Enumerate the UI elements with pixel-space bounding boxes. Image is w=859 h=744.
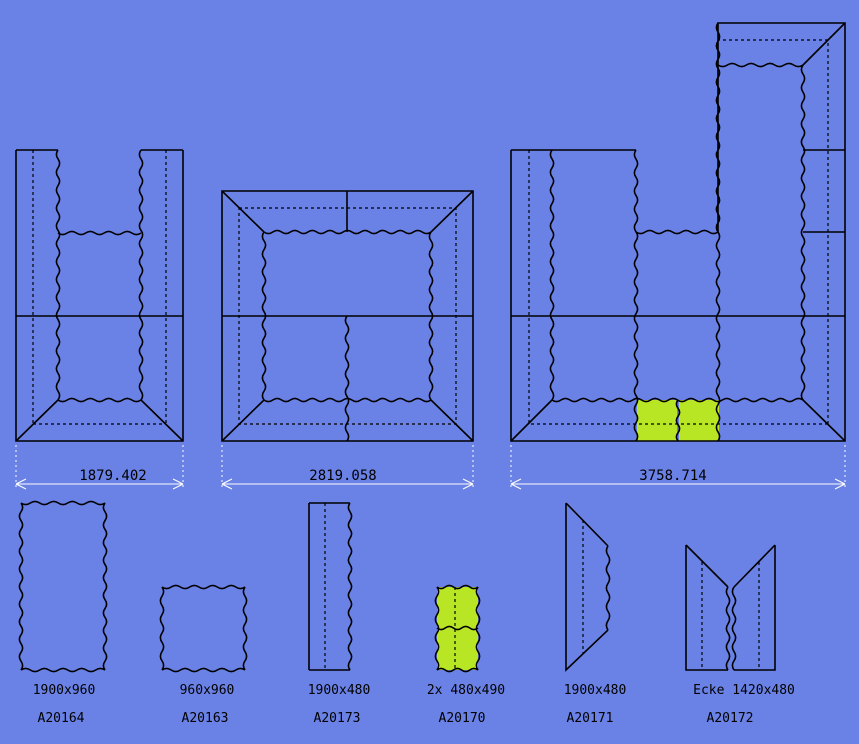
part-1900x960-code: A20164: [38, 711, 85, 726]
part-a20172-wavy-left: [725, 586, 731, 671]
part-1900x960: 1900x960 A20164: [18, 500, 108, 726]
part-a20170-size: 2x 480x490: [427, 683, 505, 698]
layout-l-shape: 3758.714: [510, 22, 846, 490]
part-a20171-wavy: [605, 545, 611, 631]
layout-u-shape: 1879.402: [15, 149, 184, 490]
part-a20173-size: 1900x480: [308, 683, 371, 698]
sq-width-label: 2819.058: [309, 468, 376, 484]
u-inner-right-edge: [138, 149, 144, 401]
part-a20172-outline: [685, 544, 776, 671]
part-2x480x490: 2x 480x490 A20170: [427, 584, 505, 726]
l-corner-diagonals: [510, 22, 846, 442]
part-a20171-size: 1900x480: [564, 683, 627, 698]
u-inner-bottom-edge: [57, 397, 142, 403]
u-outer-outline: [15, 150, 184, 442]
u-inner-left-edge: [55, 149, 61, 401]
part-a20173-code: A20173: [314, 711, 361, 726]
l-dashed-left: [528, 150, 828, 425]
part-a20172-code: A20172: [707, 711, 754, 726]
part-a20170-code: A20170: [439, 711, 486, 726]
part-1900x480-a20173: 1900x480 A20173: [308, 502, 371, 726]
l-dashed-right: [718, 39, 829, 424]
part-960x960: 960x960 A20163: [159, 584, 248, 726]
part-a20171-code: A20171: [567, 711, 614, 726]
sq-dashed-inner-frame: [238, 207, 457, 425]
l-right-seam: [803, 149, 845, 233]
part-corner-a20172: Ecke 1420x480 A20172: [685, 544, 795, 726]
sq-center-vertical-seam: [344, 315, 350, 442]
l-tower-inner-top: [717, 62, 804, 68]
part-960x960-outline: [159, 584, 248, 673]
part-a20172-dashed: [701, 562, 760, 670]
l-highlight-block-right: [679, 400, 719, 441]
u-corner-diagonal-left: [15, 399, 59, 442]
l-inner-left-edge: [549, 149, 555, 401]
part-1900x960-size: 1900x960: [33, 683, 96, 698]
l-highlight-split: [675, 399, 681, 442]
layout-square-frame: 2819.058: [221, 190, 474, 490]
part-1900x480-a20171: 1900x480 A20171: [564, 502, 627, 726]
l-tower-left-edge: [715, 22, 721, 442]
part-a20170-outline: [434, 584, 481, 673]
l-tower-inner-right: [800, 64, 806, 401]
l-width-label: 3758.714: [639, 468, 706, 484]
part-a20173-outline-tb: [309, 502, 350, 671]
l-highlight-block-left: [637, 400, 677, 441]
u-corner-diagonal-right: [140, 399, 184, 442]
part-a20170-middle: [436, 625, 479, 631]
l-left-col-right-edge: [633, 149, 639, 442]
part-1900x960-outline: [18, 500, 108, 673]
sq-dim-line: [221, 478, 474, 490]
l-mid-top-seam: [635, 229, 719, 235]
part-a20172-wavy-right: [731, 586, 737, 671]
part-960x960-size: 960x960: [180, 683, 235, 698]
u-inner-top-seam: [57, 230, 142, 236]
sq-corner-diagonals: [221, 190, 474, 442]
part-a20172-size: Ecke 1420x480: [693, 683, 795, 698]
u-dim-line: [15, 478, 184, 490]
l-outer-outline: [510, 22, 846, 442]
part-a20171-outline: [565, 502, 609, 672]
u-width-label: 1879.402: [79, 468, 146, 484]
part-a20173-wavy-right: [347, 502, 353, 671]
part-960x960-code: A20163: [182, 711, 229, 726]
l-dim-line: [510, 478, 846, 490]
